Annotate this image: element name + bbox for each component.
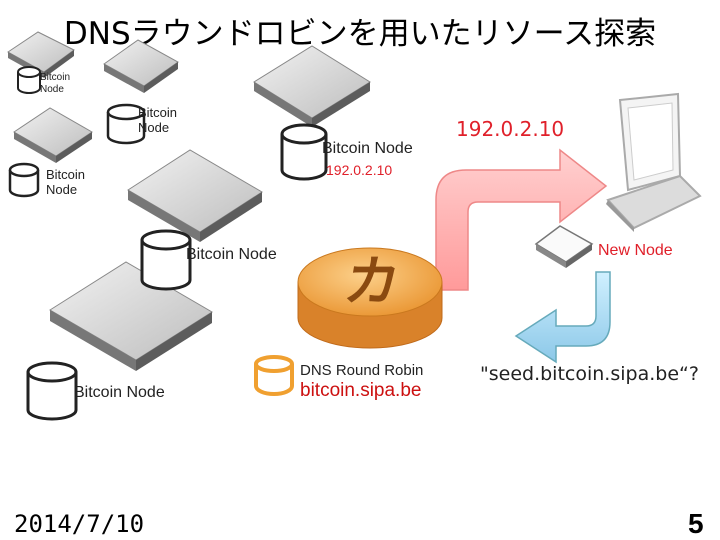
node-plate-4 — [254, 46, 370, 127]
new-node-label: New Node — [598, 242, 673, 260]
query-text: "seed.bitcoin.sipa.be“? — [480, 364, 699, 386]
dns-round-robin-label: DNS Round Robin — [300, 362, 423, 379]
node-label-3: Bitcoin Node — [46, 168, 85, 198]
dns-legend-icon — [256, 357, 292, 394]
new-node-icon — [536, 226, 592, 268]
query-arrow — [516, 272, 610, 362]
node-label-1: Bitcoin Node — [40, 72, 70, 95]
node-plate-5 — [128, 150, 262, 242]
node-cylinder-3 — [10, 164, 38, 196]
ip-address-main: 192.0.2.10 — [456, 118, 564, 141]
node-cylinder-6 — [28, 363, 76, 419]
laptop-icon — [606, 94, 700, 232]
node-label-4: Bitcoin Node — [322, 140, 413, 158]
node-cylinder-5 — [142, 231, 190, 289]
node-label-6: Bitcoin Node — [74, 384, 165, 402]
response-arrow — [436, 150, 606, 290]
node-plate-2 — [104, 40, 178, 93]
dns-server-icon: カ — [298, 248, 442, 348]
node-label-5: Bitcoin Node — [186, 246, 277, 264]
dns-domain-label: bitcoin.sipa.be — [300, 380, 421, 402]
node-label-2: Bitcoin Node — [138, 106, 177, 136]
svg-text:カ: カ — [340, 249, 405, 313]
page-number: 5 — [688, 508, 704, 540]
node-cylinder-4 — [282, 125, 326, 179]
ip-address-small: 192.0.2.10 — [326, 162, 392, 178]
node-plate-3 — [14, 108, 92, 163]
slide-date: 2014/7/10 — [14, 510, 144, 538]
node-cylinder-1 — [18, 67, 40, 93]
